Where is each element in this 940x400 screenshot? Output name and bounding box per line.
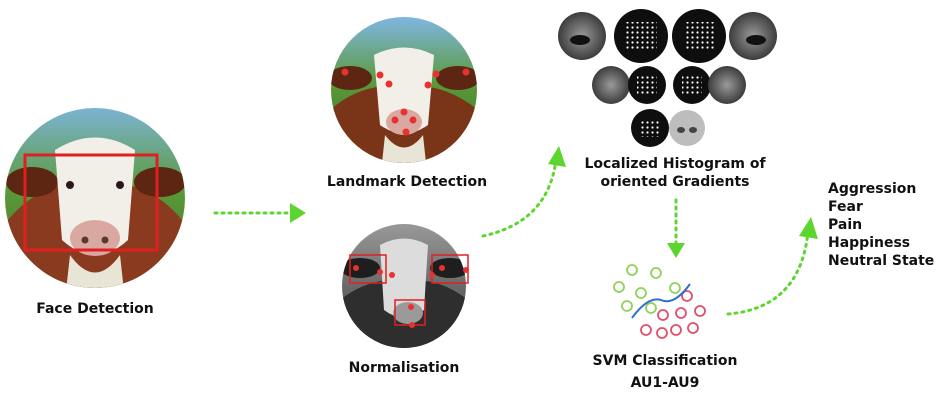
svm-scatter xyxy=(613,264,706,339)
label-au-range: AU1-AU9 xyxy=(630,375,700,391)
arrow-heads xyxy=(290,146,818,258)
hog-patches xyxy=(558,9,777,147)
hog-patch-icon xyxy=(669,110,705,146)
emotion-item: Happiness xyxy=(828,235,911,251)
emotion-item: Neutral State xyxy=(828,253,935,269)
hog-patch-icon xyxy=(614,9,668,63)
normalised-photo-icon xyxy=(342,224,466,348)
hog-patch-icon xyxy=(672,9,726,63)
arrow-svm-to-emotions xyxy=(726,230,810,316)
arrow-normalisation-to-hog xyxy=(481,158,558,238)
hog-patch-icon xyxy=(592,66,630,104)
face-detection-photo-icon xyxy=(5,108,185,288)
label-svm-classification: SVM Classification xyxy=(592,353,738,369)
normalisation-points xyxy=(353,265,469,328)
face-bounding-box xyxy=(23,153,159,252)
dotted-arrows xyxy=(213,158,810,316)
emotion-item: Aggression xyxy=(828,181,917,197)
emotion-item: Fear xyxy=(828,199,863,215)
hog-patch-icon xyxy=(729,12,777,60)
label-face-detection: Face Detection xyxy=(36,301,154,317)
svm-class-b xyxy=(640,290,706,339)
label-hog-line2: oriented Gradients xyxy=(600,174,750,190)
emotion-item: Pain xyxy=(828,217,863,233)
svm-class-a xyxy=(613,264,681,314)
landmark-photo-icon xyxy=(331,17,477,163)
hog-patch-icon xyxy=(673,66,711,104)
label-normalisation: Normalisation xyxy=(348,360,460,376)
hog-patch-icon xyxy=(708,66,746,104)
hog-patch-icon xyxy=(631,109,669,147)
svm-boundary xyxy=(631,283,691,319)
landmark-points xyxy=(341,68,470,136)
hog-patch-icon xyxy=(628,66,666,104)
hog-patch-icon xyxy=(558,12,606,60)
label-hog-line1: Localized Histogram of xyxy=(584,156,766,172)
label-landmark-detection: Landmark Detection xyxy=(326,174,488,190)
